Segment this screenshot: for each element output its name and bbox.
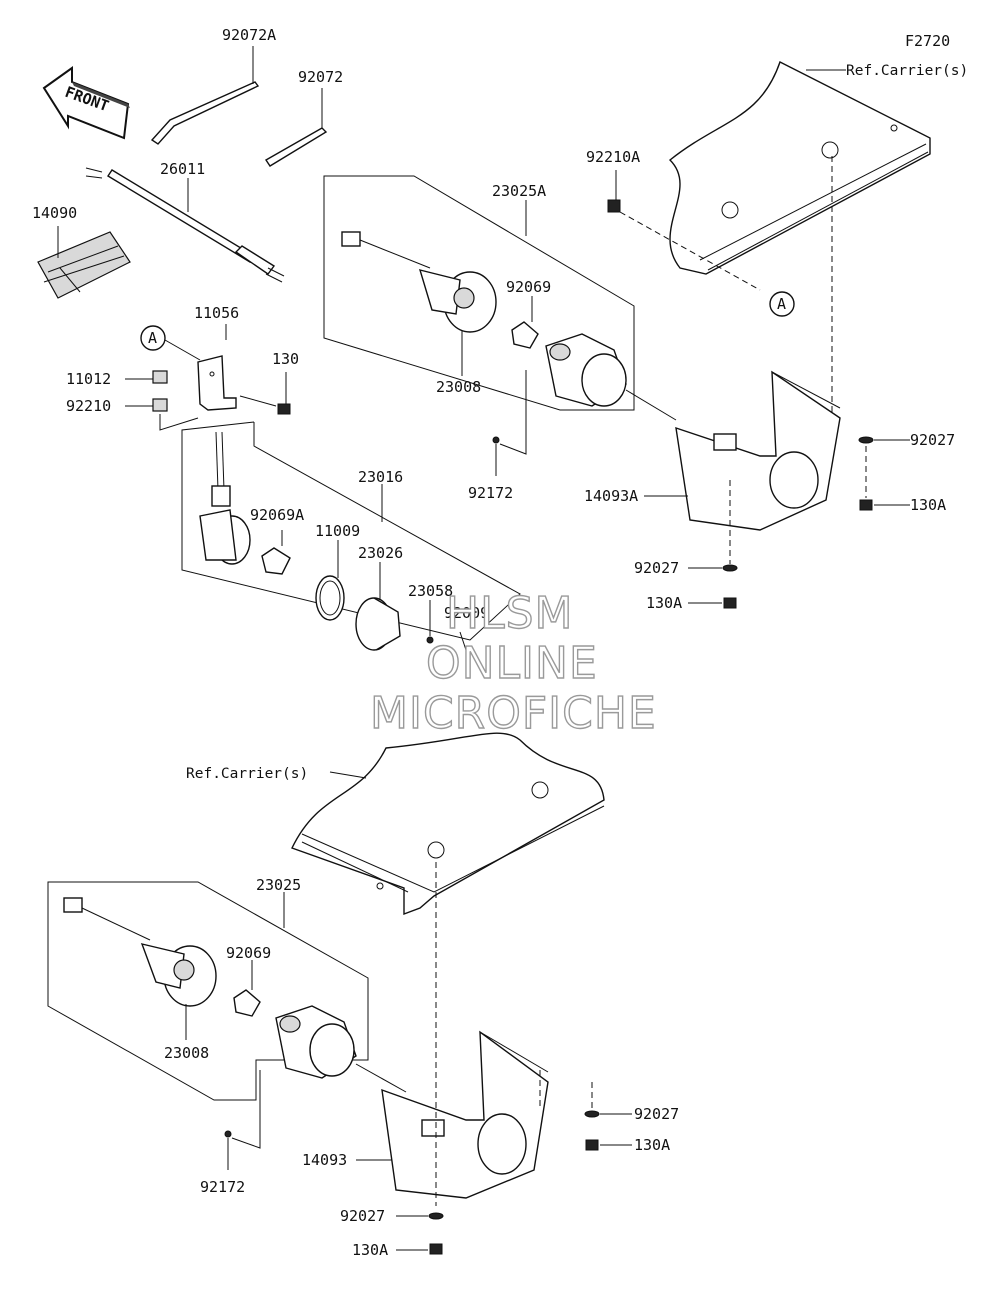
- lamp-housing-bot-icon: [275, 1005, 407, 1093]
- bracket-11056-icon: [197, 324, 237, 411]
- label-14090: 14090: [32, 204, 77, 222]
- bolt-130-icon: [277, 403, 291, 415]
- label-11012: 11012: [66, 370, 111, 388]
- watermark-line1: HLSM: [446, 588, 574, 639]
- label-23016: 23016: [358, 468, 403, 486]
- label-130A-br: 130A: [634, 1136, 670, 1154]
- bulb-92069A-icon: [261, 530, 291, 575]
- label-23008-bot: 23008: [164, 1044, 209, 1062]
- label-130A-bot: 130A: [352, 1241, 388, 1259]
- bolt-130A-tr-icon: [859, 499, 873, 511]
- label-92210: 92210: [66, 397, 111, 415]
- label-14093: 14093: [302, 1151, 347, 1169]
- ref-carrier-top: Ref.Carrier(s): [846, 63, 968, 79]
- watermark-line3: MICROFICHE: [370, 688, 657, 739]
- label-92072: 92072: [298, 68, 343, 86]
- bulb-92069-bot-icon: [233, 989, 261, 1017]
- nut-92210-icon: [152, 398, 168, 412]
- callout-a-right-label: A: [777, 295, 786, 313]
- gasket-11009-icon: [315, 575, 345, 621]
- callout-a-right-icon: [769, 291, 795, 317]
- diagram-code: F2720: [905, 32, 950, 50]
- ref-carrier-bottom: Ref.Carrier(s): [186, 766, 308, 782]
- screw-92172-bot-icon: [224, 1130, 232, 1138]
- label-92072A: 92072A: [222, 26, 276, 44]
- label-92069-bot: 92069: [226, 944, 271, 962]
- cable-tie-92072-icon: [265, 88, 328, 167]
- callout-a-left-label: A: [148, 329, 157, 347]
- bolt-130A-br-icon: [585, 1139, 599, 1151]
- label-23025A: 23025A: [492, 182, 546, 200]
- washer-92027-br-icon: [584, 1110, 600, 1118]
- callout-a-left-icon: [140, 325, 166, 351]
- label-11009: 11009: [315, 522, 360, 540]
- washer-23058-icon: [426, 636, 434, 644]
- wire-harness-26011-icon: [85, 167, 285, 283]
- label-14093A: 14093A: [584, 487, 638, 505]
- bulb-92069-top-icon: [511, 321, 539, 349]
- label-11056: 11056: [194, 304, 239, 322]
- label-92069-top: 92069: [506, 278, 551, 296]
- label-92210A: 92210A: [586, 148, 640, 166]
- label-92069A: 92069A: [250, 506, 304, 524]
- washer-92027-bot-icon: [428, 1212, 444, 1220]
- assembly-box-23025: [47, 881, 369, 1101]
- bolt-130A-mid-icon: [723, 597, 737, 609]
- washer-92027-tr-icon: [858, 436, 874, 444]
- nut-92210A-icon: [607, 199, 621, 213]
- screw-92009-icon: [459, 631, 467, 651]
- bushing-11012-icon: [152, 370, 168, 384]
- front-arrow-icon: FRONT: [42, 66, 130, 140]
- screw-92172-top-icon: [492, 436, 500, 444]
- label-23058: 23058: [408, 582, 453, 600]
- label-92027-tr: 92027: [910, 431, 955, 449]
- label-92027-br: 92027: [634, 1105, 679, 1123]
- label-92027-mid: 92027: [634, 559, 679, 577]
- label-130A-mid: 130A: [646, 594, 682, 612]
- label-92027-bot: 92027: [340, 1207, 385, 1225]
- watermark-line2: ONLINE: [426, 638, 598, 689]
- label-23026: 23026: [358, 544, 403, 562]
- washer-92027-mid-icon: [722, 564, 738, 572]
- boot-cover-14090-icon: [37, 226, 131, 299]
- cable-tie-92072A-icon: [150, 46, 260, 145]
- label-130A-tr: 130A: [910, 496, 946, 514]
- label-92172-bot: 92172: [200, 1178, 245, 1196]
- label-26011: 26011: [160, 160, 205, 178]
- assembly-box-23025A: [323, 175, 635, 411]
- label-92009: 92009: [444, 604, 489, 622]
- lamp-housing-top-icon: [545, 333, 677, 421]
- socket-wire-23025A-icon: [341, 231, 497, 333]
- assembly-box-23016: [181, 421, 521, 641]
- lens-23026-icon: [355, 597, 401, 651]
- label-23008-top: 23008: [436, 378, 481, 396]
- socket-wire-23025-icon: [63, 897, 217, 1007]
- label-130: 130: [272, 350, 299, 368]
- label-92172-top: 92172: [468, 484, 513, 502]
- lamp-guard-14093A-icon: [675, 370, 841, 531]
- bolt-130A-bot-icon: [429, 1243, 443, 1255]
- carrier-top-icon: [668, 61, 931, 275]
- carrier-bottom-icon: [291, 732, 605, 916]
- lamp-guard-14093-icon: [381, 1030, 549, 1199]
- label-23025: 23025: [256, 876, 301, 894]
- socket-wire-23016-icon: [199, 431, 251, 565]
